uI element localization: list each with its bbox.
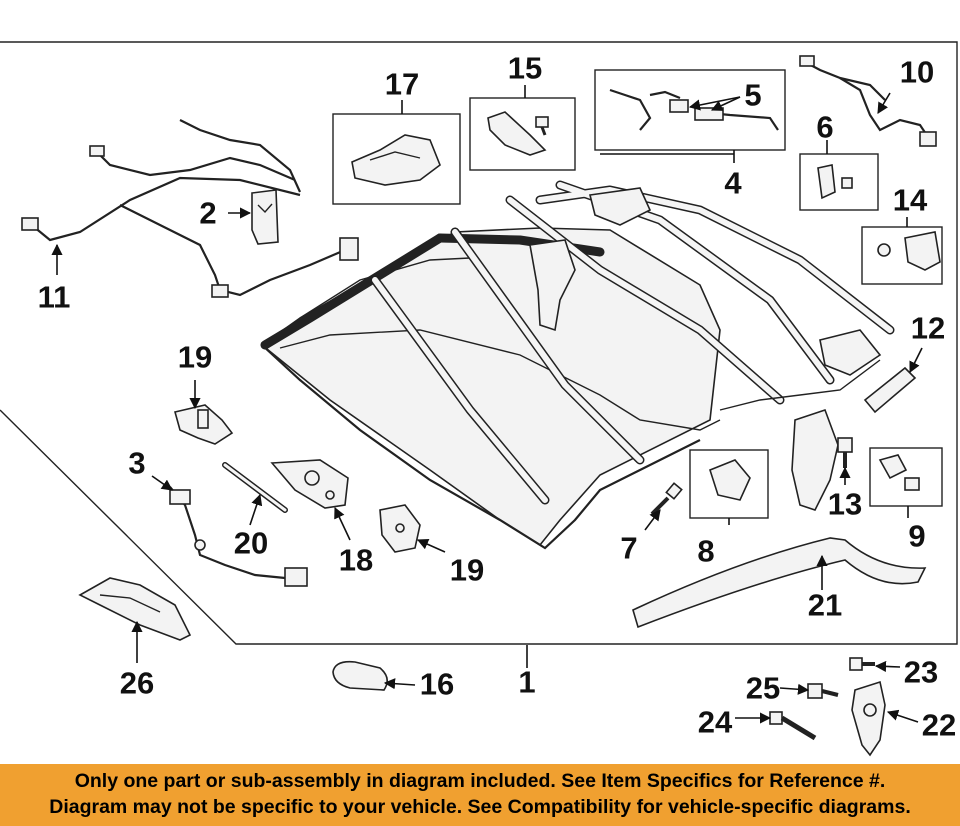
part-19-bracket-lower (379, 504, 421, 553)
assembly-boundary (0, 41, 958, 645)
part-24-bolt (769, 711, 817, 741)
callout-3: 3 (128, 445, 146, 481)
part-23-bolt (849, 657, 875, 671)
callout-26: 26 (119, 665, 155, 701)
callout-8: 8 (697, 533, 715, 569)
part-11-wiring-harness (21, 119, 359, 298)
part-26-bracket (78, 577, 192, 641)
callout-22: 22 (921, 707, 957, 743)
part-13-bolt (837, 437, 853, 468)
callout-19-lower: 19 (449, 552, 485, 588)
callout-13: 13 (827, 486, 863, 522)
part-25-bolt (807, 683, 839, 699)
part-21-weatherstrip (632, 537, 927, 629)
part-16-pad (332, 660, 388, 691)
callout-9: 9 (908, 518, 926, 554)
part-22-plate (851, 680, 886, 757)
part-9-box (869, 447, 943, 507)
callout-19-upper: 19 (177, 339, 213, 375)
part-19-bracket-upper (174, 404, 234, 445)
callout-5: 5 (744, 77, 762, 113)
part-14-box (861, 226, 943, 285)
part-7-bolt (650, 482, 683, 516)
callout-25: 25 (745, 670, 781, 706)
leader-lines (51, 85, 923, 724)
part-10-harness (799, 55, 937, 147)
part-15-box (469, 97, 576, 171)
callout-6: 6 (816, 109, 834, 145)
callout-4: 4 (724, 165, 742, 201)
parts-diagram (0, 41, 958, 757)
part-8-box (689, 449, 769, 519)
part-17-box (332, 113, 461, 205)
soft-top-frame (260, 180, 895, 550)
disclaimer-line-1: Only one part or sub-assembly in diagram… (74, 770, 886, 792)
callout-14: 14 (892, 182, 928, 218)
callout-1: 1 (518, 664, 536, 700)
part-2-bracket (251, 189, 279, 245)
callout-11: 11 (37, 279, 71, 315)
callout-12: 12 (910, 310, 946, 346)
callout-7: 7 (620, 530, 638, 566)
callout-2: 2 (199, 195, 217, 231)
disclaimer-banner: Only one part or sub-assembly in diagram… (0, 764, 960, 826)
part-18-latch (270, 459, 349, 509)
callout-21: 21 (807, 587, 843, 623)
part-3-wire-assembly (169, 486, 308, 587)
part-12-trim (863, 366, 917, 414)
callout-20: 20 (233, 525, 269, 561)
callout-16: 16 (419, 666, 455, 702)
callout-15: 15 (507, 50, 543, 86)
callout-17: 17 (384, 66, 420, 102)
callout-23: 23 (903, 654, 939, 690)
part-6-box (799, 153, 879, 211)
callout-18: 18 (338, 542, 374, 578)
callout-10: 10 (899, 54, 935, 90)
callout-24: 24 (697, 704, 733, 740)
disclaimer-line-2: Diagram may not be specific to your vehi… (49, 796, 911, 818)
